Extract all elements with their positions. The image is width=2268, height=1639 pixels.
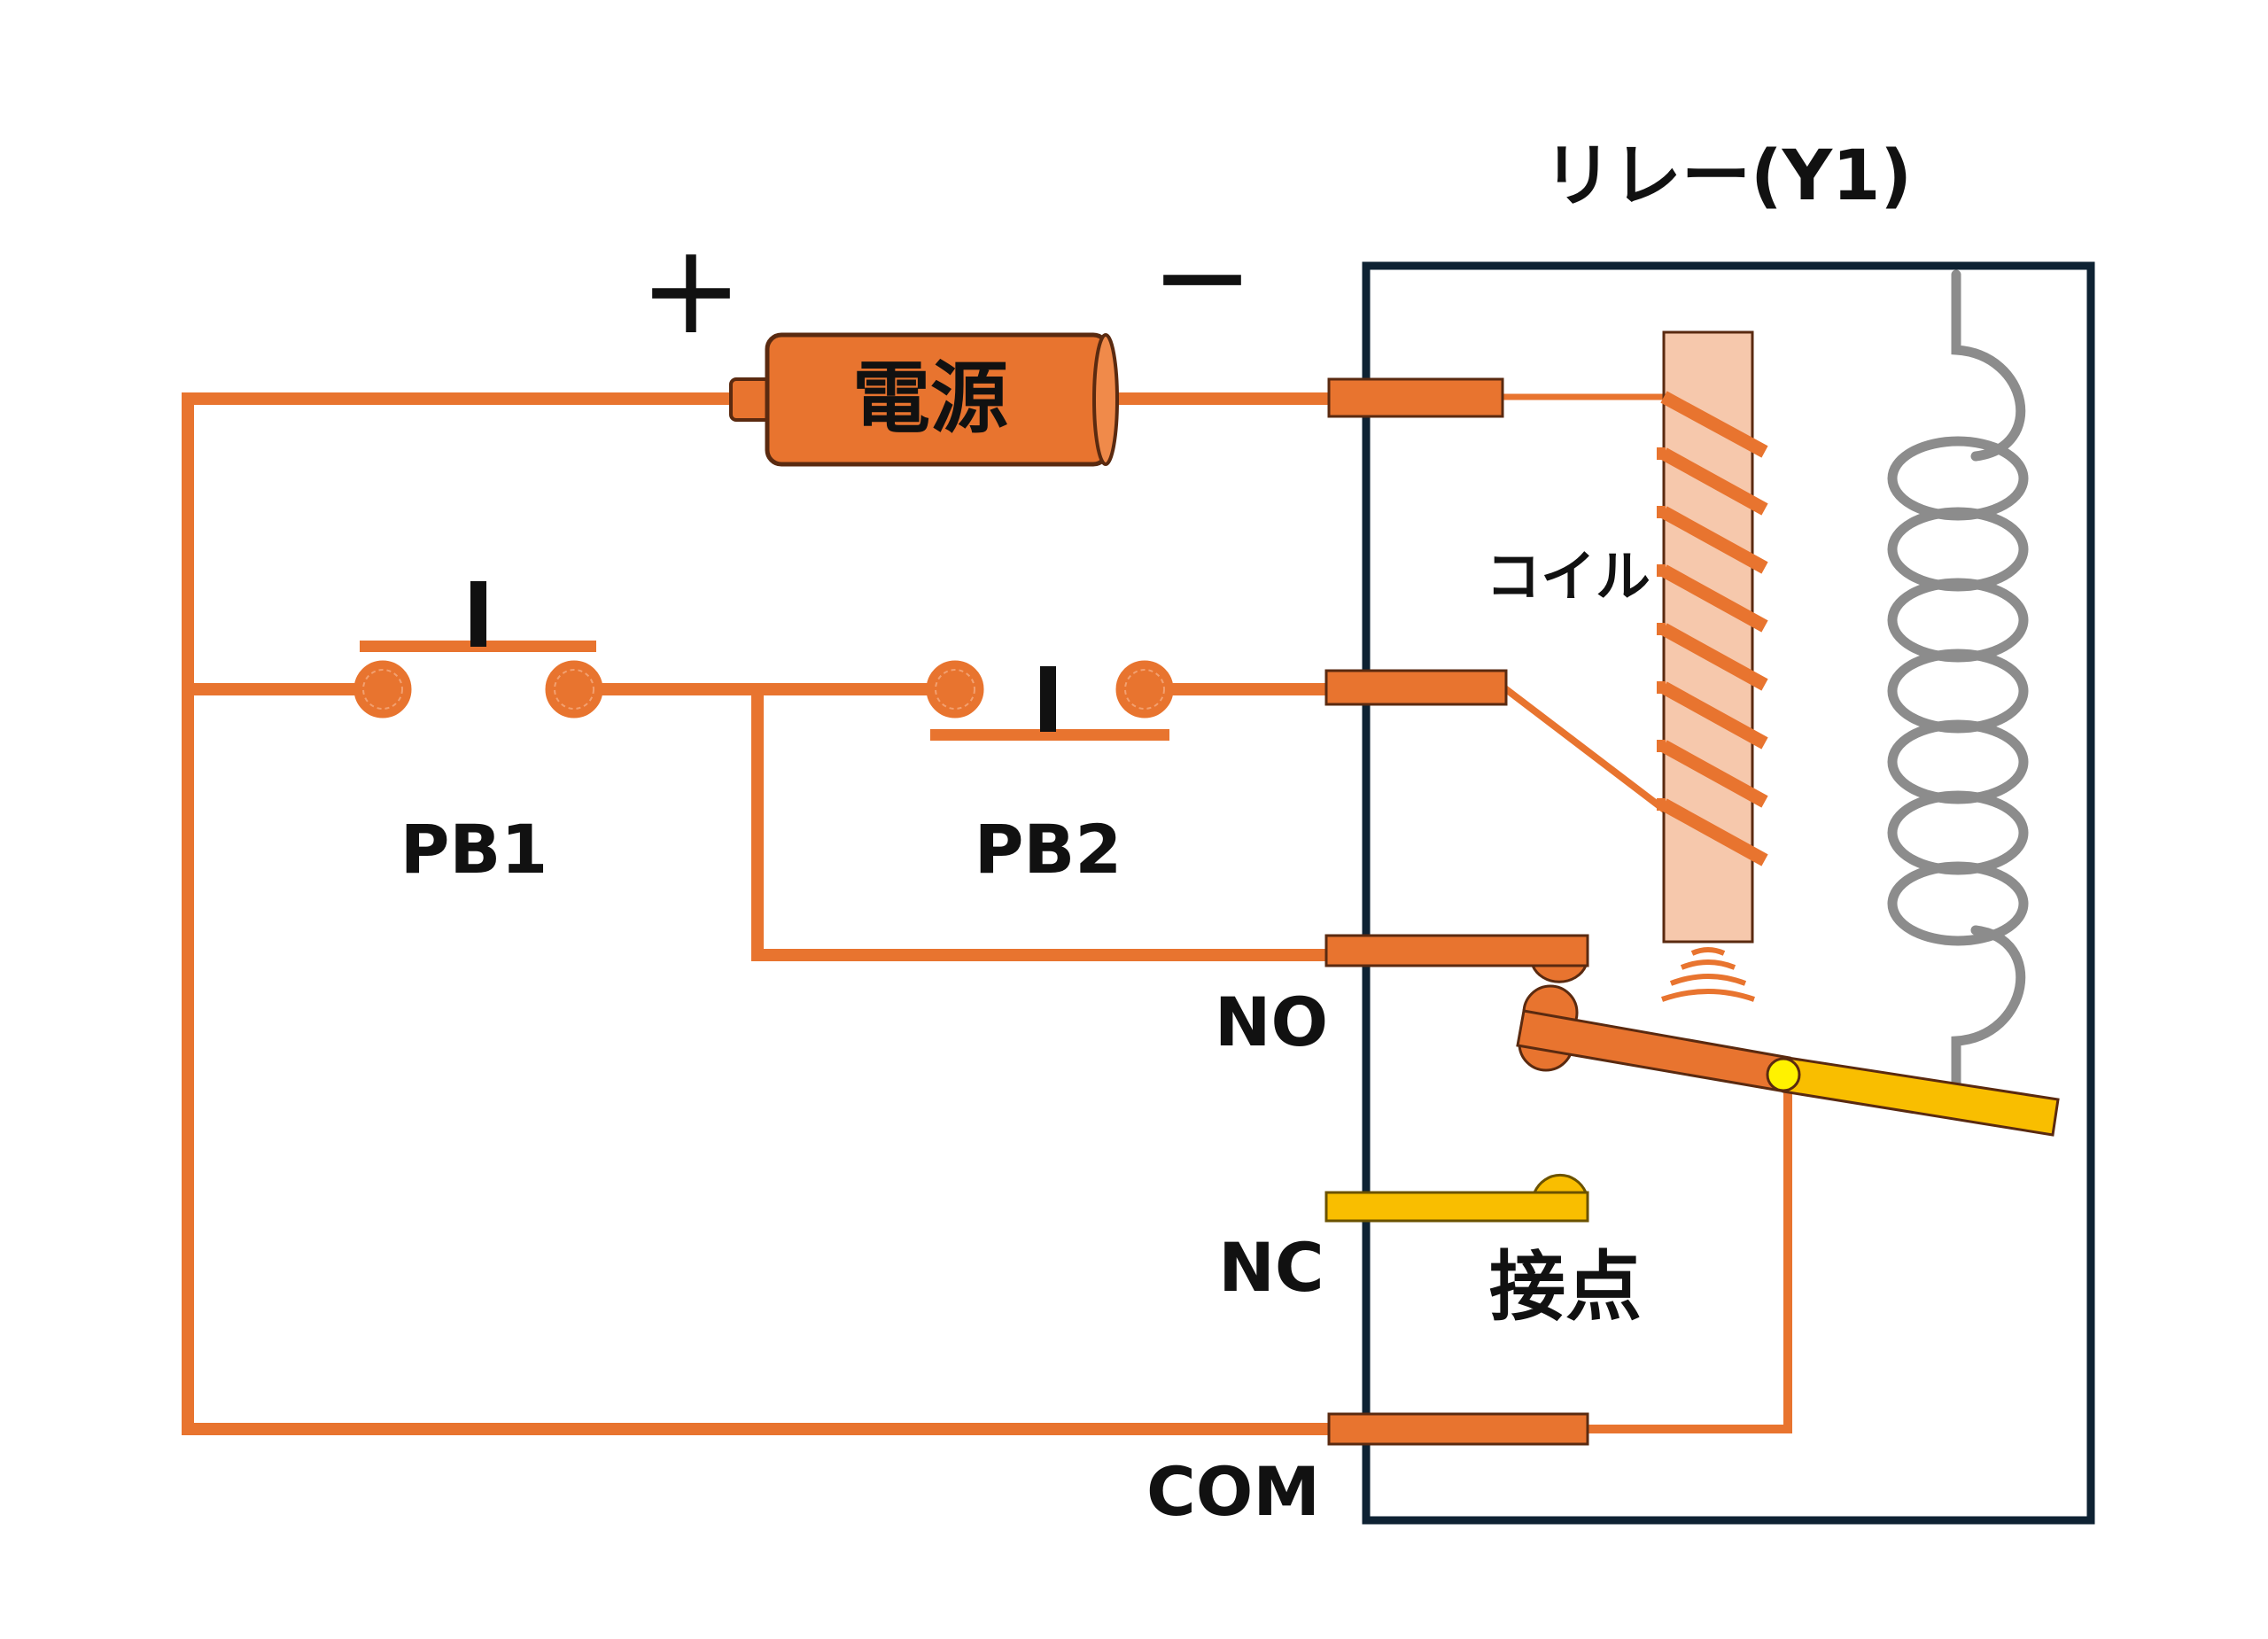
- pb1-actuator: [470, 581, 486, 647]
- pb2-label: PB2: [975, 810, 1122, 889]
- com-label: COM: [1146, 1452, 1320, 1531]
- relay-housing: [1362, 261, 2095, 1525]
- coil-winding-stubs: [1657, 447, 1666, 811]
- coil-terminal-bottom: [1324, 669, 1508, 706]
- push-button-pb2: PB2: [926, 660, 1174, 889]
- minus-sign: −: [1150, 205, 1254, 349]
- coil-windings: [1660, 391, 1768, 866]
- coil-label: コイル: [1486, 544, 1651, 609]
- no-label: NO: [1215, 983, 1328, 1061]
- battery-terminal-nub: [729, 377, 772, 422]
- battery-end-cap: [1092, 333, 1119, 466]
- power-label: 電源: [852, 353, 1008, 444]
- relay-title: リレー(Y1): [1543, 136, 1912, 216]
- relay-terminals: NO NC COM: [1146, 377, 1589, 1531]
- power-supply: 電源 + −: [639, 205, 1254, 467]
- wires: [182, 392, 1792, 1435]
- plus-sign: +: [639, 218, 742, 362]
- armature-pivot: [1766, 1057, 1801, 1092]
- magnetic-field-arcs: [1661, 947, 1755, 1002]
- no-contact-point: [1530, 964, 1588, 983]
- relay-coil: コイル: [1486, 330, 1768, 1002]
- no-terminal: [1324, 934, 1589, 967]
- nc-contact-point: [1532, 1173, 1588, 1194]
- pb2-bridge-bar: [930, 729, 1169, 741]
- push-button-pb1: PB1: [353, 581, 603, 889]
- armature-lever: [1782, 1056, 2060, 1137]
- com-terminal: [1327, 1412, 1589, 1446]
- armature-arm: [1516, 1009, 1791, 1093]
- pb2-actuator: [1040, 666, 1056, 732]
- pb1-label: PB1: [400, 810, 548, 889]
- coil-terminal-top: [1327, 377, 1504, 418]
- nc-terminal: [1324, 1191, 1589, 1223]
- contact-label: 接点: [1489, 1243, 1642, 1332]
- nc-label: NC: [1218, 1228, 1324, 1307]
- relay-contacts: 接点: [1489, 964, 2060, 1332]
- return-spring: [1887, 269, 2029, 1088]
